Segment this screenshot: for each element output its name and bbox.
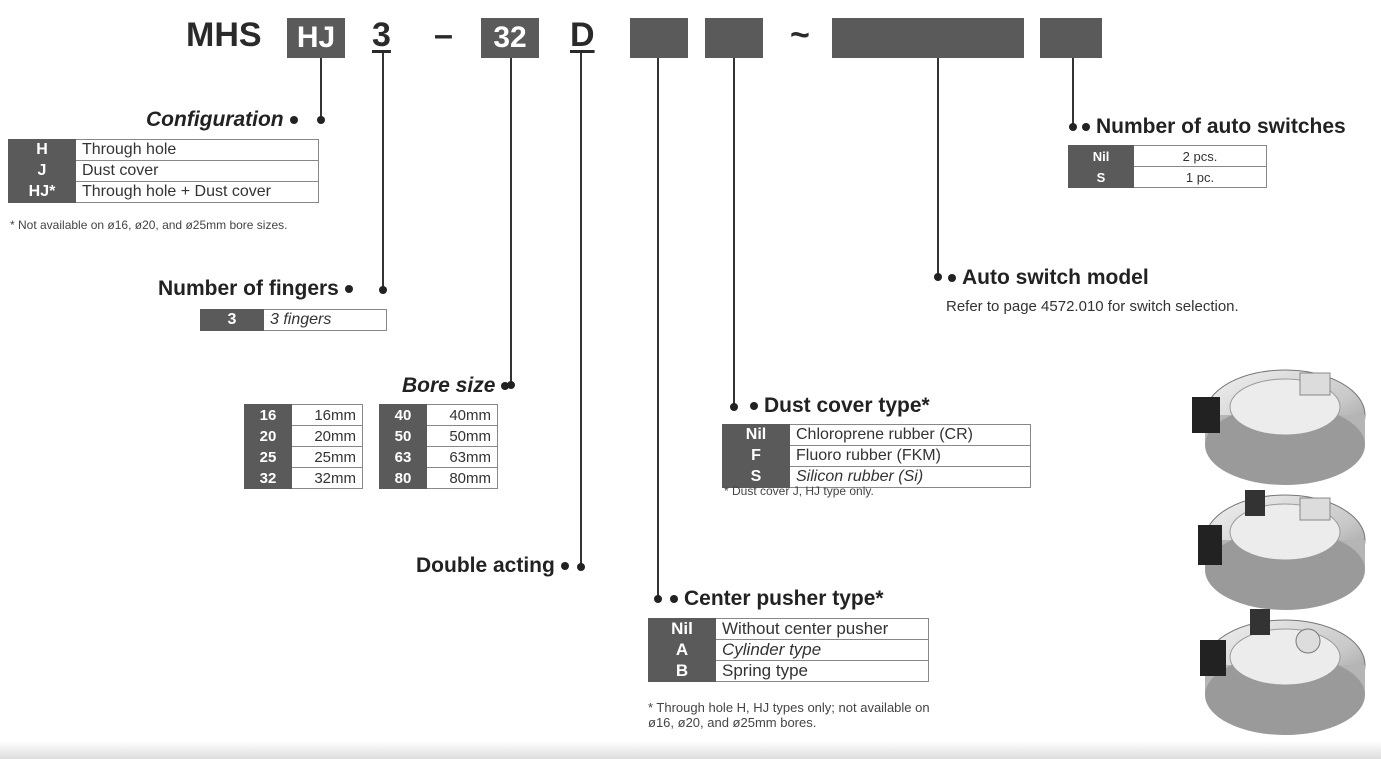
- code-center-pusher-box: [630, 18, 688, 58]
- code-dust-cover-box: [705, 18, 763, 58]
- bullet-dot: [750, 402, 758, 411]
- auto-switch-sub: Refer to page 4572.010 for switch select…: [946, 298, 1239, 315]
- dust-cover-note: * Dust cover J, HJ type only.: [724, 484, 874, 498]
- scan-edge: [0, 741, 1381, 759]
- code-fingers: 3: [372, 16, 391, 54]
- bullet-dot: [344, 285, 353, 294]
- configuration-title: Configuration: [146, 108, 298, 132]
- product-photo: [1192, 369, 1366, 735]
- num-switches-title: Number of auto switches: [1082, 115, 1346, 139]
- table-row: HJ*Through hole + Dust cover: [8, 181, 319, 203]
- configuration-note: * Not available on ø16, ø20, and ø25mm b…: [10, 218, 288, 232]
- code-dash-1: –: [434, 16, 453, 54]
- code-auto-switch-box: [832, 18, 1024, 58]
- model-code: MHS HJ 3 – 32 D ~: [0, 12, 1381, 62]
- code-config: HJ: [287, 18, 345, 58]
- double-acting-label: Double acting: [416, 554, 569, 578]
- fingers-title: Number of fingers: [158, 277, 353, 301]
- gripper-image-3: [1200, 609, 1366, 735]
- code-dash-2: ~: [790, 16, 810, 54]
- bullet-dot: [948, 274, 956, 283]
- bullet-dot: [501, 382, 510, 391]
- code-num-switches-box: [1040, 18, 1102, 58]
- code-bore: 32: [481, 18, 539, 58]
- center-pusher-title: Center pusher type*: [670, 587, 884, 611]
- bullet-dot: [289, 116, 298, 125]
- gripper-image-1: [1192, 369, 1366, 485]
- dust-cover-title: Dust cover type*: [750, 394, 930, 418]
- gripper-image-2: [1198, 490, 1366, 610]
- bullet-dot: [1082, 123, 1090, 132]
- code-action: D: [570, 16, 595, 54]
- bore-size-title: Bore size: [402, 374, 510, 398]
- bullet-dot: [670, 595, 678, 604]
- auto-switch-title: Auto switch model: [948, 266, 1149, 290]
- code-prefix: MHS: [186, 16, 262, 54]
- center-pusher-note: * Through hole H, HJ types only; not ava…: [648, 700, 930, 730]
- bullet-dot: [560, 562, 569, 571]
